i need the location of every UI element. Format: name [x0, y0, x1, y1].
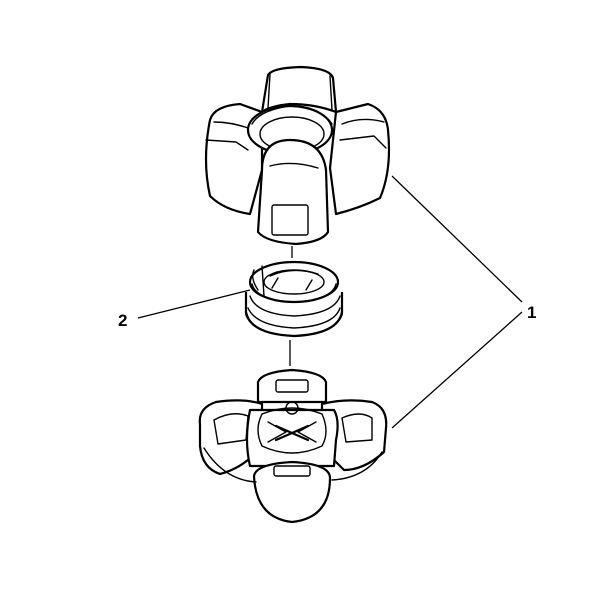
- coil-spring-insert: [244, 260, 344, 338]
- callout-label-2: 2: [118, 311, 127, 330]
- upper-coupler-half: [204, 65, 391, 246]
- callout-label-1: 1: [527, 303, 536, 322]
- assembly-axis: [289, 246, 293, 366]
- lower-coupler-half: [198, 368, 388, 524]
- callout-leaders: [137, 175, 523, 429]
